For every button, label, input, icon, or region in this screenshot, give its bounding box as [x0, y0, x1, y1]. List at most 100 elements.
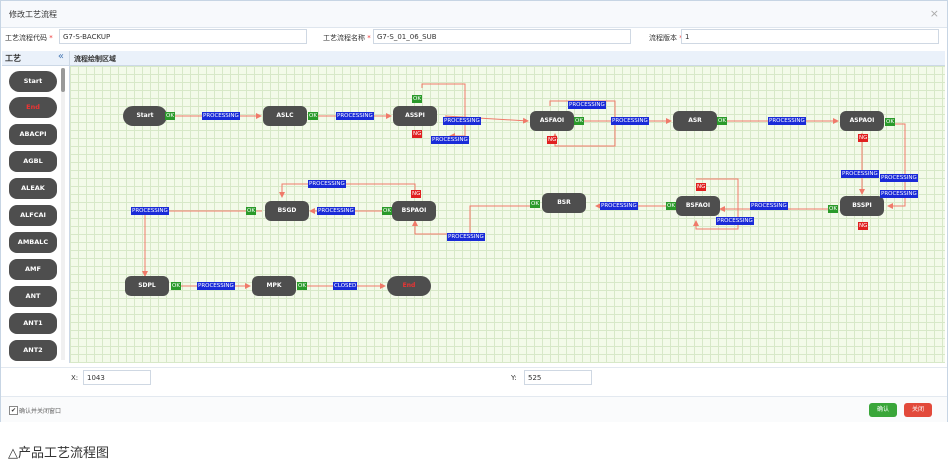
tag-processing: PROCESSING — [447, 233, 485, 241]
palette-item-aleak[interactable]: ALEAK — [9, 178, 57, 199]
tag-ok: OK — [297, 282, 307, 290]
tag-processing: PROCESSING — [308, 180, 346, 188]
palette-item-abacpi[interactable]: ABACPI — [9, 124, 57, 145]
coordinate-row: X: 1043 Y: 525 — [1, 367, 947, 388]
node-bsspi[interactable]: BSSPI — [840, 196, 884, 216]
y-input[interactable]: 525 — [524, 370, 592, 385]
node-end[interactable]: End — [387, 276, 431, 296]
confirm-button[interactable]: 确认 — [869, 403, 897, 417]
collapse-icon[interactable]: « — [57, 51, 64, 62]
tag-ok: OK — [382, 207, 392, 215]
node-bsfaoi[interactable]: BSFAOI — [676, 196, 720, 216]
tag-processing: PROCESSING — [197, 282, 235, 290]
node-bsgd[interactable]: BSGD — [265, 201, 309, 221]
version-input[interactable]: 1 — [681, 29, 939, 44]
palette-item-end[interactable]: End — [9, 97, 57, 118]
palette-item-ambalc[interactable]: AMBALC — [9, 232, 57, 253]
node-bsr[interactable]: BSR — [542, 193, 586, 213]
palette-item-amf[interactable]: AMF — [9, 259, 57, 280]
palette-title: 工艺 — [5, 54, 21, 63]
tag-processing: PROCESSING — [750, 202, 788, 210]
tag-processing: PROCESSING — [880, 190, 918, 198]
tag-ng: NG — [858, 134, 869, 142]
figure-caption: △产品工艺流程图 — [8, 446, 109, 461]
x-label: X: — [71, 374, 79, 382]
edge-aspaoi-bsspi-2 — [887, 123, 906, 209]
tag-processing: PROCESSING — [431, 136, 469, 144]
close-button[interactable]: 关闭 — [904, 403, 932, 417]
edge-bspaoi-bsgd-2 — [279, 183, 416, 198]
flow-canvas-area: 流程绘制区域 — [70, 51, 945, 363]
edit-process-dialog: 修改工艺流程 × 工艺流程代码 * G7-S-BACKUP 工艺流程名称 * G… — [0, 0, 948, 422]
code-input[interactable]: G7-S-BACKUP — [59, 29, 307, 44]
dialog-title: 修改工艺流程 — [9, 10, 57, 19]
tag-ng: NG — [411, 190, 422, 198]
x-input[interactable]: 1043 — [83, 370, 151, 385]
version-label: 流程版本 * — [649, 34, 683, 42]
tag-processing: PROCESSING — [568, 101, 606, 109]
palette-item-ant1[interactable]: ANT1 — [9, 313, 57, 334]
close-icon[interactable]: × — [929, 7, 939, 20]
tag-processing: PROCESSING — [443, 117, 481, 125]
flow-edges — [142, 83, 906, 289]
tag-ng: NG — [412, 130, 423, 138]
tag-processing: PROCESSING — [131, 207, 169, 215]
tag-ng: NG — [696, 183, 707, 191]
tag-ok: OK — [717, 117, 727, 125]
dialog-titlebar: 修改工艺流程 × — [1, 1, 947, 28]
close-after-confirm-checkbox[interactable]: ✔ — [9, 406, 18, 415]
node-asr[interactable]: ASR — [673, 111, 717, 131]
form-row: 工艺流程代码 * G7-S-BACKUP 工艺流程名称 * G7-S_01_06… — [1, 29, 947, 47]
edge-bsgd-sdpl — [142, 210, 262, 277]
tag-processing: PROCESSING — [611, 117, 649, 125]
tag-ok: OK — [530, 200, 540, 208]
tag-closed: CLOSED — [333, 282, 358, 290]
tag-ok: OK — [246, 207, 256, 215]
palette-scroll-thumb[interactable] — [61, 68, 65, 92]
tag-processing: PROCESSING — [336, 112, 374, 120]
node-start[interactable]: Start — [123, 106, 167, 126]
process-palette: 工艺 « Start End ABACPI AGBL ALEAK ALFCAI … — [2, 51, 70, 363]
tag-ok: OK — [165, 112, 175, 120]
edge-bsfaoi-loop — [693, 178, 739, 230]
node-sdpl[interactable]: SDPL — [125, 276, 169, 296]
code-label: 工艺流程代码 * — [5, 34, 53, 42]
palette-item-agbl[interactable]: AGBL — [9, 151, 57, 172]
tag-ng: NG — [858, 222, 869, 230]
palette-item-ant[interactable]: ANT — [9, 286, 57, 307]
node-mpk[interactable]: MPK — [252, 276, 296, 296]
edge-asspi-asfaoi — [444, 115, 529, 124]
node-asfaoi[interactable]: ASFAOI — [530, 111, 574, 131]
tag-processing: PROCESSING — [600, 202, 638, 210]
flow-canvas[interactable]: Start ASLC ASSPI ASFAOI ASR ASPAOI BSSPI… — [70, 66, 945, 363]
node-aspaoi[interactable]: ASPAOI — [840, 111, 884, 131]
checkbox-label: 确认并关闭窗口 — [19, 408, 62, 415]
tag-processing: PROCESSING — [880, 174, 918, 182]
palette-header: 工艺 « — [2, 51, 69, 66]
node-aslc[interactable]: ASLC — [263, 106, 307, 126]
tag-processing: PROCESSING — [716, 217, 754, 225]
tag-ok: OK — [308, 112, 318, 120]
dialog-footer: ✔ 确认并关闭窗口 确认 关闭 — [1, 396, 947, 422]
name-label: 工艺流程名称 * — [323, 34, 371, 42]
tag-ok: OK — [885, 118, 895, 126]
palette-item-alfcai[interactable]: ALFCAI — [9, 205, 57, 226]
tag-ok: OK — [666, 202, 676, 210]
node-asspi[interactable]: ASSPI — [393, 106, 437, 126]
canvas-title: 流程绘制区域 — [74, 55, 116, 63]
palette-item-start[interactable]: Start — [9, 71, 57, 92]
tag-processing: PROCESSING — [768, 117, 806, 125]
tag-processing: PROCESSING — [317, 207, 355, 215]
tag-ok: OK — [171, 282, 181, 290]
tag-ok: OK — [412, 95, 422, 103]
name-input[interactable]: G7-S_01_06_SUB — [373, 29, 631, 44]
tag-ng: NG — [547, 136, 558, 144]
canvas-header: 流程绘制区域 — [70, 51, 945, 66]
tag-processing: PROCESSING — [202, 112, 240, 120]
tag-ok: OK — [574, 117, 584, 125]
node-bspaoi[interactable]: BSPAOI — [392, 201, 436, 221]
palette-item-ant2[interactable]: ANT2 — [9, 340, 57, 361]
y-label: Y: — [511, 374, 517, 382]
tag-processing: PROCESSING — [841, 170, 879, 178]
palette-scrollbar[interactable] — [61, 68, 65, 360]
